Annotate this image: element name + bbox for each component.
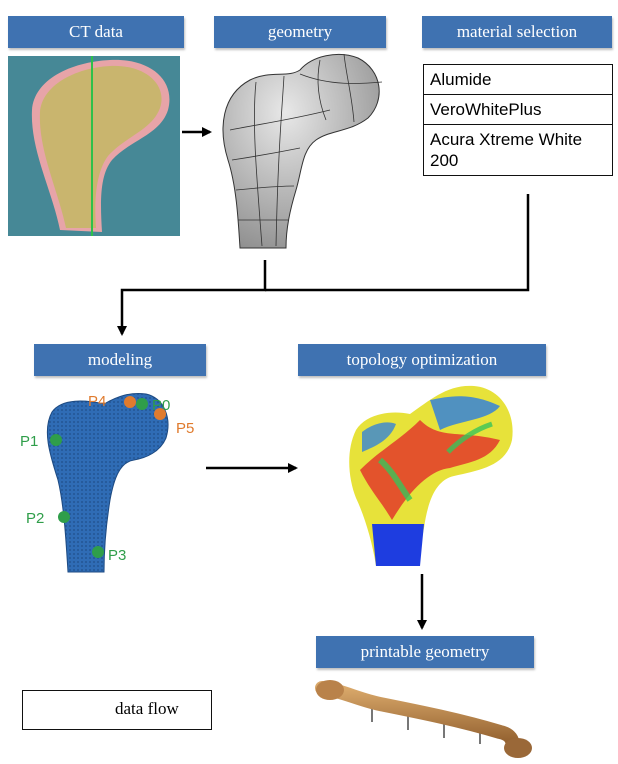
landmark-label: P3 xyxy=(108,547,126,564)
landmark-p2 xyxy=(58,511,70,523)
landmark-label: P4 xyxy=(88,393,106,410)
arrow-to-modeling xyxy=(122,260,265,334)
landmark-label: P5 xyxy=(176,420,194,437)
flow-connectors xyxy=(122,132,528,628)
printable-bone-image xyxy=(316,680,532,758)
landmark-label: P1 xyxy=(20,433,38,450)
landmark-p0 xyxy=(136,398,148,410)
landmark-p5 xyxy=(154,408,166,420)
modeling-femur-image xyxy=(47,393,168,572)
geometry-mesh-image xyxy=(223,54,382,248)
landmark-p1 xyxy=(50,434,62,446)
line-material-to-modeling xyxy=(265,194,528,290)
legend-text: data flow xyxy=(115,699,179,719)
landmark-label: P2 xyxy=(26,510,44,527)
legend: data flow xyxy=(22,690,212,730)
landmark-p3 xyxy=(92,546,104,558)
ct-scan-image xyxy=(8,56,180,236)
landmark-p4 xyxy=(124,396,136,408)
topology-heatmap-image xyxy=(349,386,512,566)
